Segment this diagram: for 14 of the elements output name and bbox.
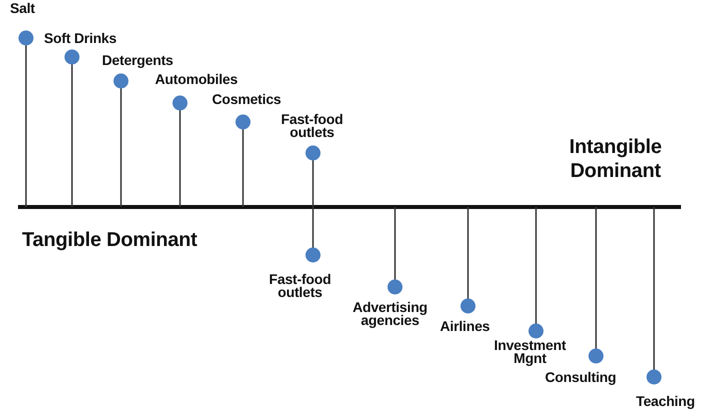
item-label: Airlines: [440, 320, 490, 333]
item-label: Salt: [10, 2, 35, 15]
item-label: Cosmetics: [212, 93, 282, 106]
item-label: Teaching: [636, 395, 695, 408]
item-label: Fast-food outlets: [268, 273, 332, 299]
item-label: Fast-food outlets: [280, 113, 344, 139]
item-label: Investment Mgnt: [493, 339, 567, 365]
item-label: Soft Drinks: [44, 32, 116, 45]
item-label: Consulting: [545, 371, 616, 384]
item-label: Advertising agencies: [352, 301, 428, 327]
item-label: Detergents: [102, 54, 174, 67]
scale-end-label: Intangible Dominant: [568, 135, 663, 183]
scale-end-label: Tangible Dominant: [22, 228, 198, 252]
item-label: Automobiles: [155, 73, 238, 86]
